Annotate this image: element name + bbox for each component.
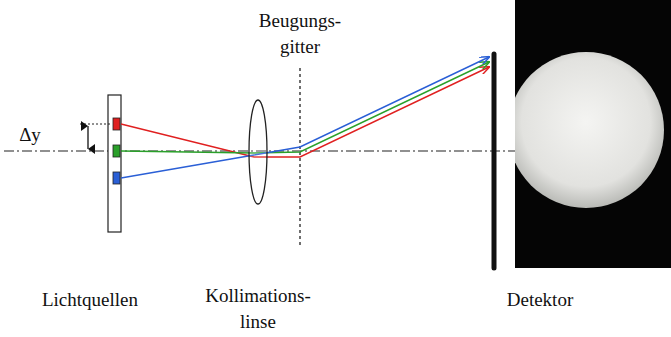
red-ray [121, 67, 489, 157]
red-source [113, 118, 120, 130]
source-plate [108, 95, 121, 232]
part-label: Lichtquellen [15, 287, 165, 313]
green-ray [121, 62, 489, 153]
blue-source [113, 172, 120, 184]
blue-ray [121, 57, 489, 178]
part-label: Detektor [480, 287, 600, 313]
part-label: Kollimations- linse [196, 283, 321, 335]
green-source [113, 145, 120, 157]
collimation-lens [249, 100, 267, 204]
detector-bar [492, 54, 497, 268]
dim-arrow [87, 126, 88, 149]
dimension-label: Δy [10, 122, 50, 148]
dim-line [80, 124, 112, 125]
detector-photo [515, 0, 671, 268]
part-label: Beugungs- gitter [250, 8, 350, 60]
